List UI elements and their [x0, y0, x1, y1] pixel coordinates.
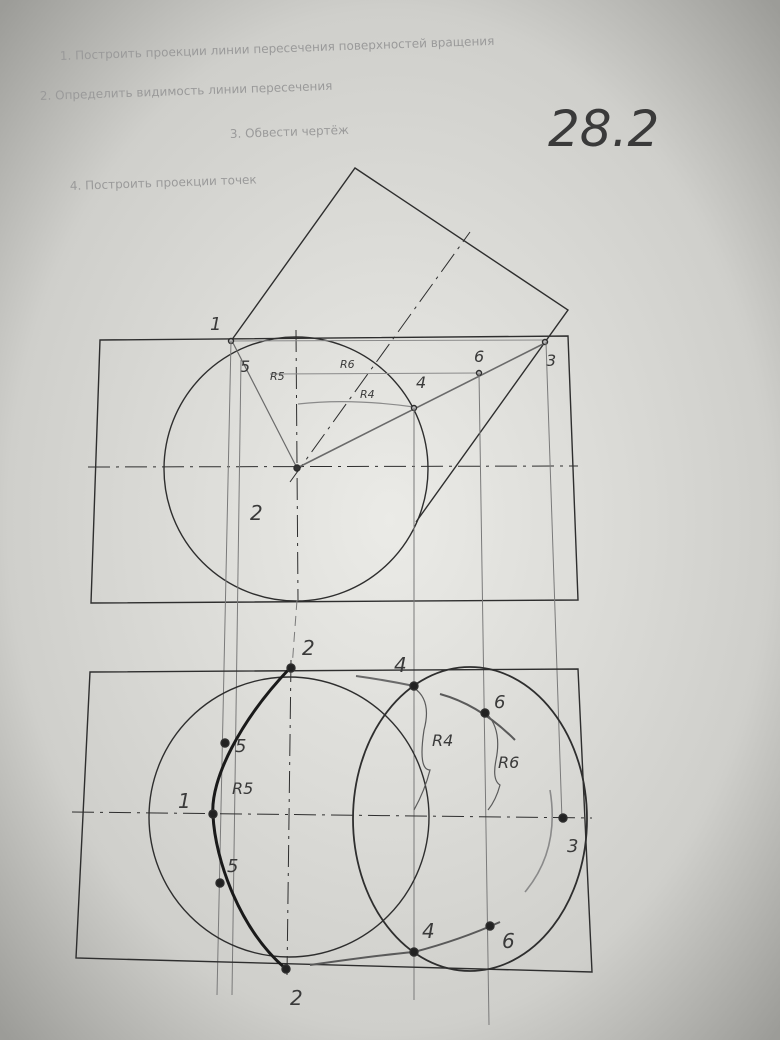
bottom-circle	[148, 676, 430, 958]
line-2-3	[296, 342, 546, 469]
point-label-4: 4	[416, 373, 426, 392]
radius-label-r4: R4	[432, 731, 453, 750]
point-label-5-bottom: 5	[227, 856, 238, 877]
top-axis-vertical	[295, 329, 299, 601]
point-label-2-bottom: 2	[290, 986, 303, 1010]
bottom-ellipse	[352, 666, 588, 972]
r6-arc-right	[524, 789, 553, 893]
point-label-5: 5	[240, 357, 250, 376]
point-label-6-bottom: 6	[502, 929, 515, 953]
point-marker	[485, 921, 495, 931]
point-label-6-top: 6	[494, 692, 505, 713]
point-label-3: 3	[546, 351, 556, 370]
bottom-view	[71, 659, 593, 976]
intersection-curve-top	[355, 675, 415, 687]
radius-label-r5: R5	[270, 370, 285, 383]
point-label-4-top: 4	[394, 653, 407, 677]
point-marker	[215, 878, 225, 888]
line-1-3	[230, 339, 547, 342]
point-marker	[293, 464, 301, 472]
point-label-1: 1	[178, 789, 191, 813]
point-label-4-bottom: 4	[422, 919, 435, 943]
problem-number: 28.2	[548, 100, 659, 158]
cylinder-axis	[289, 231, 471, 483]
bottom-view-labels: 2 2 5 5 1 3 4 4 6 6 R5 R4 R6	[178, 636, 578, 1010]
r4-bracket	[413, 687, 431, 811]
top-view	[87, 167, 579, 604]
point-marker	[409, 947, 419, 957]
point-marker	[286, 663, 296, 673]
point-marker	[541, 338, 549, 346]
top-frame	[90, 335, 579, 604]
point-marker	[558, 813, 568, 823]
bottom-frame	[75, 668, 593, 973]
point-label-5-top: 5	[235, 736, 246, 757]
point-label-6: 6	[474, 347, 484, 366]
r5-line	[269, 372, 481, 375]
header-line: 4. Построить проекции точек	[70, 172, 257, 193]
radius-label-r4: R4	[360, 388, 375, 401]
point-label-1: 1	[210, 314, 221, 335]
r6-bracket	[486, 713, 501, 811]
point-marker	[220, 738, 230, 748]
point-label-2-top: 2	[302, 636, 315, 660]
point-marker	[480, 708, 490, 718]
radius-label-r5: R5	[232, 779, 253, 798]
point-marker	[281, 964, 291, 974]
radius-label-r6: R6	[498, 753, 519, 772]
point-label-3: 3	[567, 836, 578, 857]
inclined-cylinder	[230, 167, 569, 523]
bottom-axis-horizontal	[71, 811, 593, 819]
r4-arc	[297, 401, 415, 408]
point-marker	[208, 809, 218, 819]
point-marker	[409, 681, 419, 691]
line-2-1	[231, 340, 298, 469]
radius-label-r6: R6	[340, 358, 355, 371]
top-view-labels: 1 5 2 3 4 6 R5 R6 R4	[210, 314, 556, 525]
point-label-2: 2	[250, 501, 263, 525]
projection-lines	[216, 340, 563, 1026]
bottom-axis-vertical	[286, 659, 292, 976]
top-axis-horizontal	[87, 465, 579, 468]
r6-arc-top	[439, 693, 516, 741]
header-line: 3. Обвести чертёж	[230, 123, 350, 141]
